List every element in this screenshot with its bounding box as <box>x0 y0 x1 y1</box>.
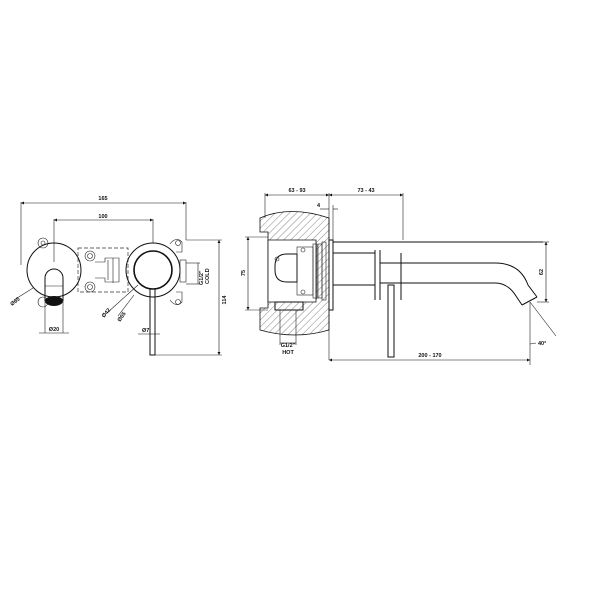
dim-spout-angle: 40° <box>529 301 557 365</box>
dim-projection: 73 - 43 <box>329 188 404 240</box>
dim-width-overall: 165 <box>20 196 187 265</box>
mixer-body-dia-label: Ø42 <box>101 307 112 319</box>
hot-inlet-size-label: G1/2" <box>281 343 296 349</box>
rosette-plate <box>328 239 334 311</box>
mixer-rosette: Ø42 Ø65 Ø7 <box>101 242 181 356</box>
bolt-top <box>84 250 96 262</box>
mounting-ear-tl <box>37 237 49 249</box>
dim-width-overall-label: 165 <box>98 196 107 202</box>
hot-inlet-body <box>274 301 304 311</box>
dim-body-height: 75 <box>241 236 268 311</box>
dim-centers-label: 100 <box>98 214 107 220</box>
dim-height-overall: 114 <box>155 239 228 356</box>
hot-inlet-label: HOT <box>282 350 294 356</box>
spout-outlet <box>45 296 63 306</box>
dim-centers: 100 <box>53 214 154 262</box>
front-view: 165 100 <box>10 196 228 356</box>
dim-body-height-label: 75 <box>241 270 247 276</box>
mounting-ear-br <box>169 291 183 305</box>
dim-spout-length-label: 200 - 170 <box>418 353 441 359</box>
cold-inlet-label: COLD <box>205 268 211 284</box>
dim-projection-label: 73 - 43 <box>357 188 374 194</box>
mixer-lever <box>149 288 156 356</box>
cold-inlet: G1/2" COLD <box>179 259 211 285</box>
side-view: 63 - 93 73 - 43 4 G1 <box>241 188 557 365</box>
spout-dia-label: Ø20 <box>49 327 59 333</box>
dim-wall-depth-label: 63 - 93 <box>288 188 305 194</box>
dim-spout-angle-label: 40° <box>538 341 546 347</box>
dim-spout-drop: 62 <box>533 241 549 303</box>
bolt-bottom <box>84 281 96 293</box>
dim-rosette-gap-label: 4 <box>317 203 321 209</box>
cold-inlet-size-label: G1/2" <box>199 270 205 285</box>
mixer-rosette-dia-label: Ø65 <box>117 311 128 323</box>
side-lever <box>387 284 395 358</box>
hot-inlet: G1/2" HOT <box>279 310 297 356</box>
spout <box>333 241 543 358</box>
dim-height-overall-label: 114 <box>222 295 228 305</box>
valve-connector <box>95 257 120 283</box>
spout-rosette-dia-label: Ø65 <box>10 296 22 307</box>
lever-dia-label: Ø7 <box>142 328 149 334</box>
dim-spout-length: 200 - 170 <box>329 353 530 362</box>
concealed-box-outline <box>77 247 129 293</box>
spout-rosette: Ø20 Ø65 <box>10 242 82 334</box>
dim-spout-drop-label: 62 <box>539 269 545 275</box>
spout-outlet-edge <box>521 296 538 306</box>
dim-rosette-gap: 4 <box>317 203 338 240</box>
mounting-ear-tr <box>169 239 183 253</box>
